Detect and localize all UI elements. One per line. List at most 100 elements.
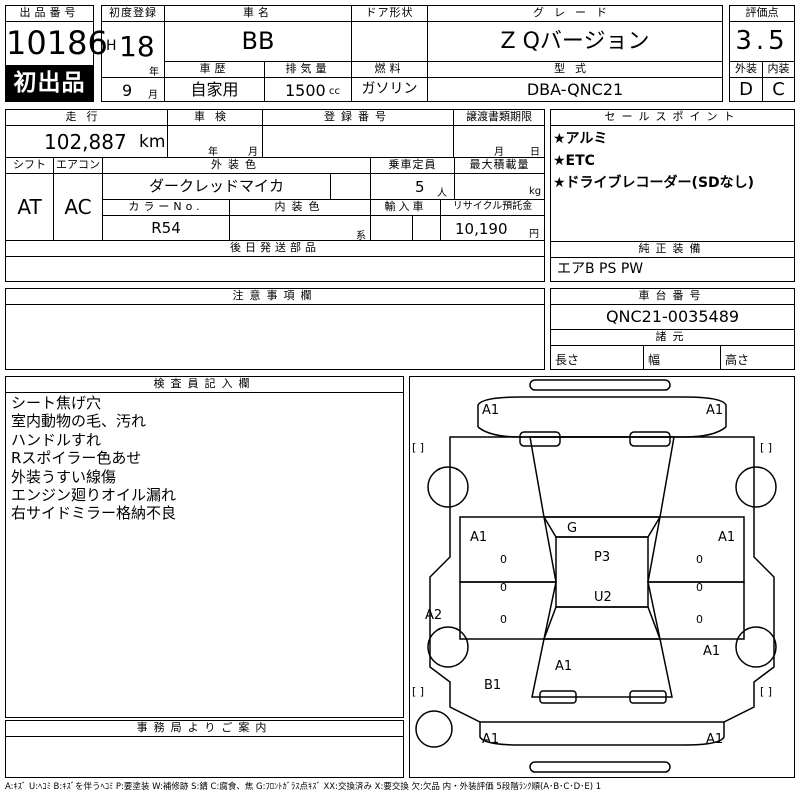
capacity-label: 乗車定員 — [370, 157, 455, 174]
front-bumper — [477, 396, 727, 438]
headlight-right — [629, 431, 671, 447]
inspector-note-item: 室内動物の毛、汚れ — [11, 412, 147, 431]
max-load-unit: kg — [529, 186, 542, 197]
year-unit: 年 — [149, 67, 159, 78]
right-front-door — [647, 516, 745, 583]
zero-mark: 0 — [696, 613, 703, 626]
sales-points-list: ★アルミ ★ETC ★ドライブレコーダー(SDなし) — [550, 125, 795, 242]
inspector-note-item: 外装うすい線傷 — [11, 467, 117, 486]
rear-strip — [529, 761, 671, 773]
taillight-right — [629, 690, 667, 704]
exterior-grade: D — [729, 77, 763, 102]
recycle-deposit-label: リサイクル預託金 — [440, 199, 545, 216]
height-cell: 高さ — [720, 345, 795, 370]
rear-hatch — [531, 638, 673, 698]
door-type-value — [351, 21, 428, 62]
interior-grade-label: 内装 — [762, 61, 795, 78]
damage-left-door: A1 — [470, 530, 487, 545]
damage-rear-center: A1 — [555, 659, 572, 674]
zero-mark: 0 — [696, 581, 703, 594]
damage-legend: A:ｷｽﾞ U:ﾍｺﾐ B:ｷｽﾞを伴うﾍｺﾐ P:要塗装 W:補修跡 S:錆 … — [5, 782, 602, 792]
height-label: 高さ — [725, 353, 750, 367]
car-name: BB — [164, 21, 352, 62]
inspector-note-item: シート焦げ穴 — [11, 394, 102, 412]
notes-area — [5, 304, 545, 370]
displacement-cell: 1500 cc — [264, 77, 352, 102]
lot-number-label: 出品番号 — [5, 5, 94, 22]
zero-mark: 0 — [696, 553, 703, 566]
max-load-cell: kg — [454, 173, 545, 200]
zero-mark: 0 — [500, 581, 507, 594]
length-cell: 長さ — [550, 345, 644, 370]
door-type-label: ドア形状 — [351, 5, 428, 22]
recycle-deposit-cell: 10,190 円 — [440, 215, 545, 241]
width-cell: 幅 — [643, 345, 721, 370]
later-parts-cell — [5, 256, 545, 282]
chassis-number: QNC21-0035489 — [550, 304, 795, 330]
inspector-note-item: エンジン廻りオイル漏れ — [11, 486, 177, 505]
inspector-note-item: Rスポイラー色あせ — [11, 449, 142, 468]
bracket-right-bottom: [ ] — [760, 685, 772, 698]
shift-label: シフト — [5, 157, 54, 174]
ac: AC — [53, 173, 103, 241]
damage-roof: P3 — [594, 550, 610, 565]
damage-right-rear: A1 — [703, 644, 720, 659]
bracket-right-top: [ ] — [760, 441, 772, 454]
damage-bottom-right: A1 — [706, 732, 723, 747]
inspector-note-item: 右サイドミラー格納不良 — [11, 504, 177, 523]
lot-number: 10186 — [5, 21, 108, 66]
import-label: 輸入車 — [370, 199, 441, 216]
interior-color-cell: 系 — [229, 215, 371, 242]
exterior-grade-label: 外装 — [729, 61, 763, 78]
history: 自家用 — [164, 77, 265, 102]
recycle-deposit: 10,190 — [455, 220, 508, 238]
later-parts-label: 後日発送部品 — [5, 240, 545, 257]
damage-front-left: A1 — [482, 403, 499, 418]
left-front-door — [459, 516, 557, 583]
equipment: エアB PS PW — [550, 257, 795, 282]
inspector-notes: シート焦げ穴 室内動物の毛、汚れ ハンドルすれ Rスポイラー色あせ 外装うすい線… — [5, 392, 404, 718]
damage-roof-rear: U2 — [594, 590, 612, 605]
mileage-label: 走行 — [5, 109, 168, 126]
zero-mark: 0 — [500, 613, 507, 626]
length-label: 長さ — [555, 353, 580, 367]
wheel-front-left — [427, 466, 469, 508]
import-cell-b — [412, 215, 441, 241]
left-rear-door — [459, 581, 557, 640]
bracket-left-top: [ ] — [412, 441, 424, 454]
dimensions-label: 諸元 — [550, 329, 795, 346]
car-name-label: 車名 — [164, 5, 352, 22]
first-listing-badge: 初出品 — [5, 65, 94, 102]
registration-year: 18 — [119, 30, 155, 63]
damage-front-right: A1 — [706, 403, 723, 418]
damage-diagram-frame: A1 A1 G P3 U2 A1 A1 A2 A1 A1 B1 A1 A1 [ … — [409, 376, 795, 778]
displacement-unit: cc — [329, 86, 340, 97]
color-number-label: カラーNo. — [102, 199, 230, 216]
transfer-deadline-label: 譲渡書類期限 — [453, 109, 545, 126]
sales-points-label: セールスポイント — [550, 109, 795, 126]
damage-right-door: A1 — [718, 530, 735, 545]
damage-rear-left: B1 — [484, 678, 501, 693]
body-outline — [429, 436, 775, 723]
displacement: 1500 — [285, 81, 326, 100]
rear-window — [542, 606, 662, 640]
spare-wheel — [415, 710, 453, 748]
inspection-year-unit: 年 — [208, 147, 218, 158]
mileage: 102,887 — [44, 130, 127, 154]
transfer-month-unit: 月 — [494, 147, 504, 158]
registration-number-label: 登録番号 — [262, 109, 454, 126]
rear-bumper — [479, 722, 725, 746]
fuel: ガソリン — [351, 77, 428, 102]
month-unit: 月 — [148, 90, 158, 101]
model-label: 型式 — [427, 61, 723, 78]
notes-label: 注意事項欄 — [5, 288, 545, 305]
zero-mark: 0 — [500, 553, 507, 566]
interior-color-unit: 系 — [356, 231, 366, 242]
sales-point-item: ★ETC — [553, 153, 595, 169]
model: DBA-QNC21 — [427, 77, 723, 102]
wheel-front-right — [735, 466, 777, 508]
registration-month: 9 — [122, 81, 133, 100]
mileage-cell: 102,887 km — [5, 125, 168, 158]
transfer-day-unit: 日 — [530, 147, 540, 158]
interior-grade: C — [762, 77, 795, 102]
